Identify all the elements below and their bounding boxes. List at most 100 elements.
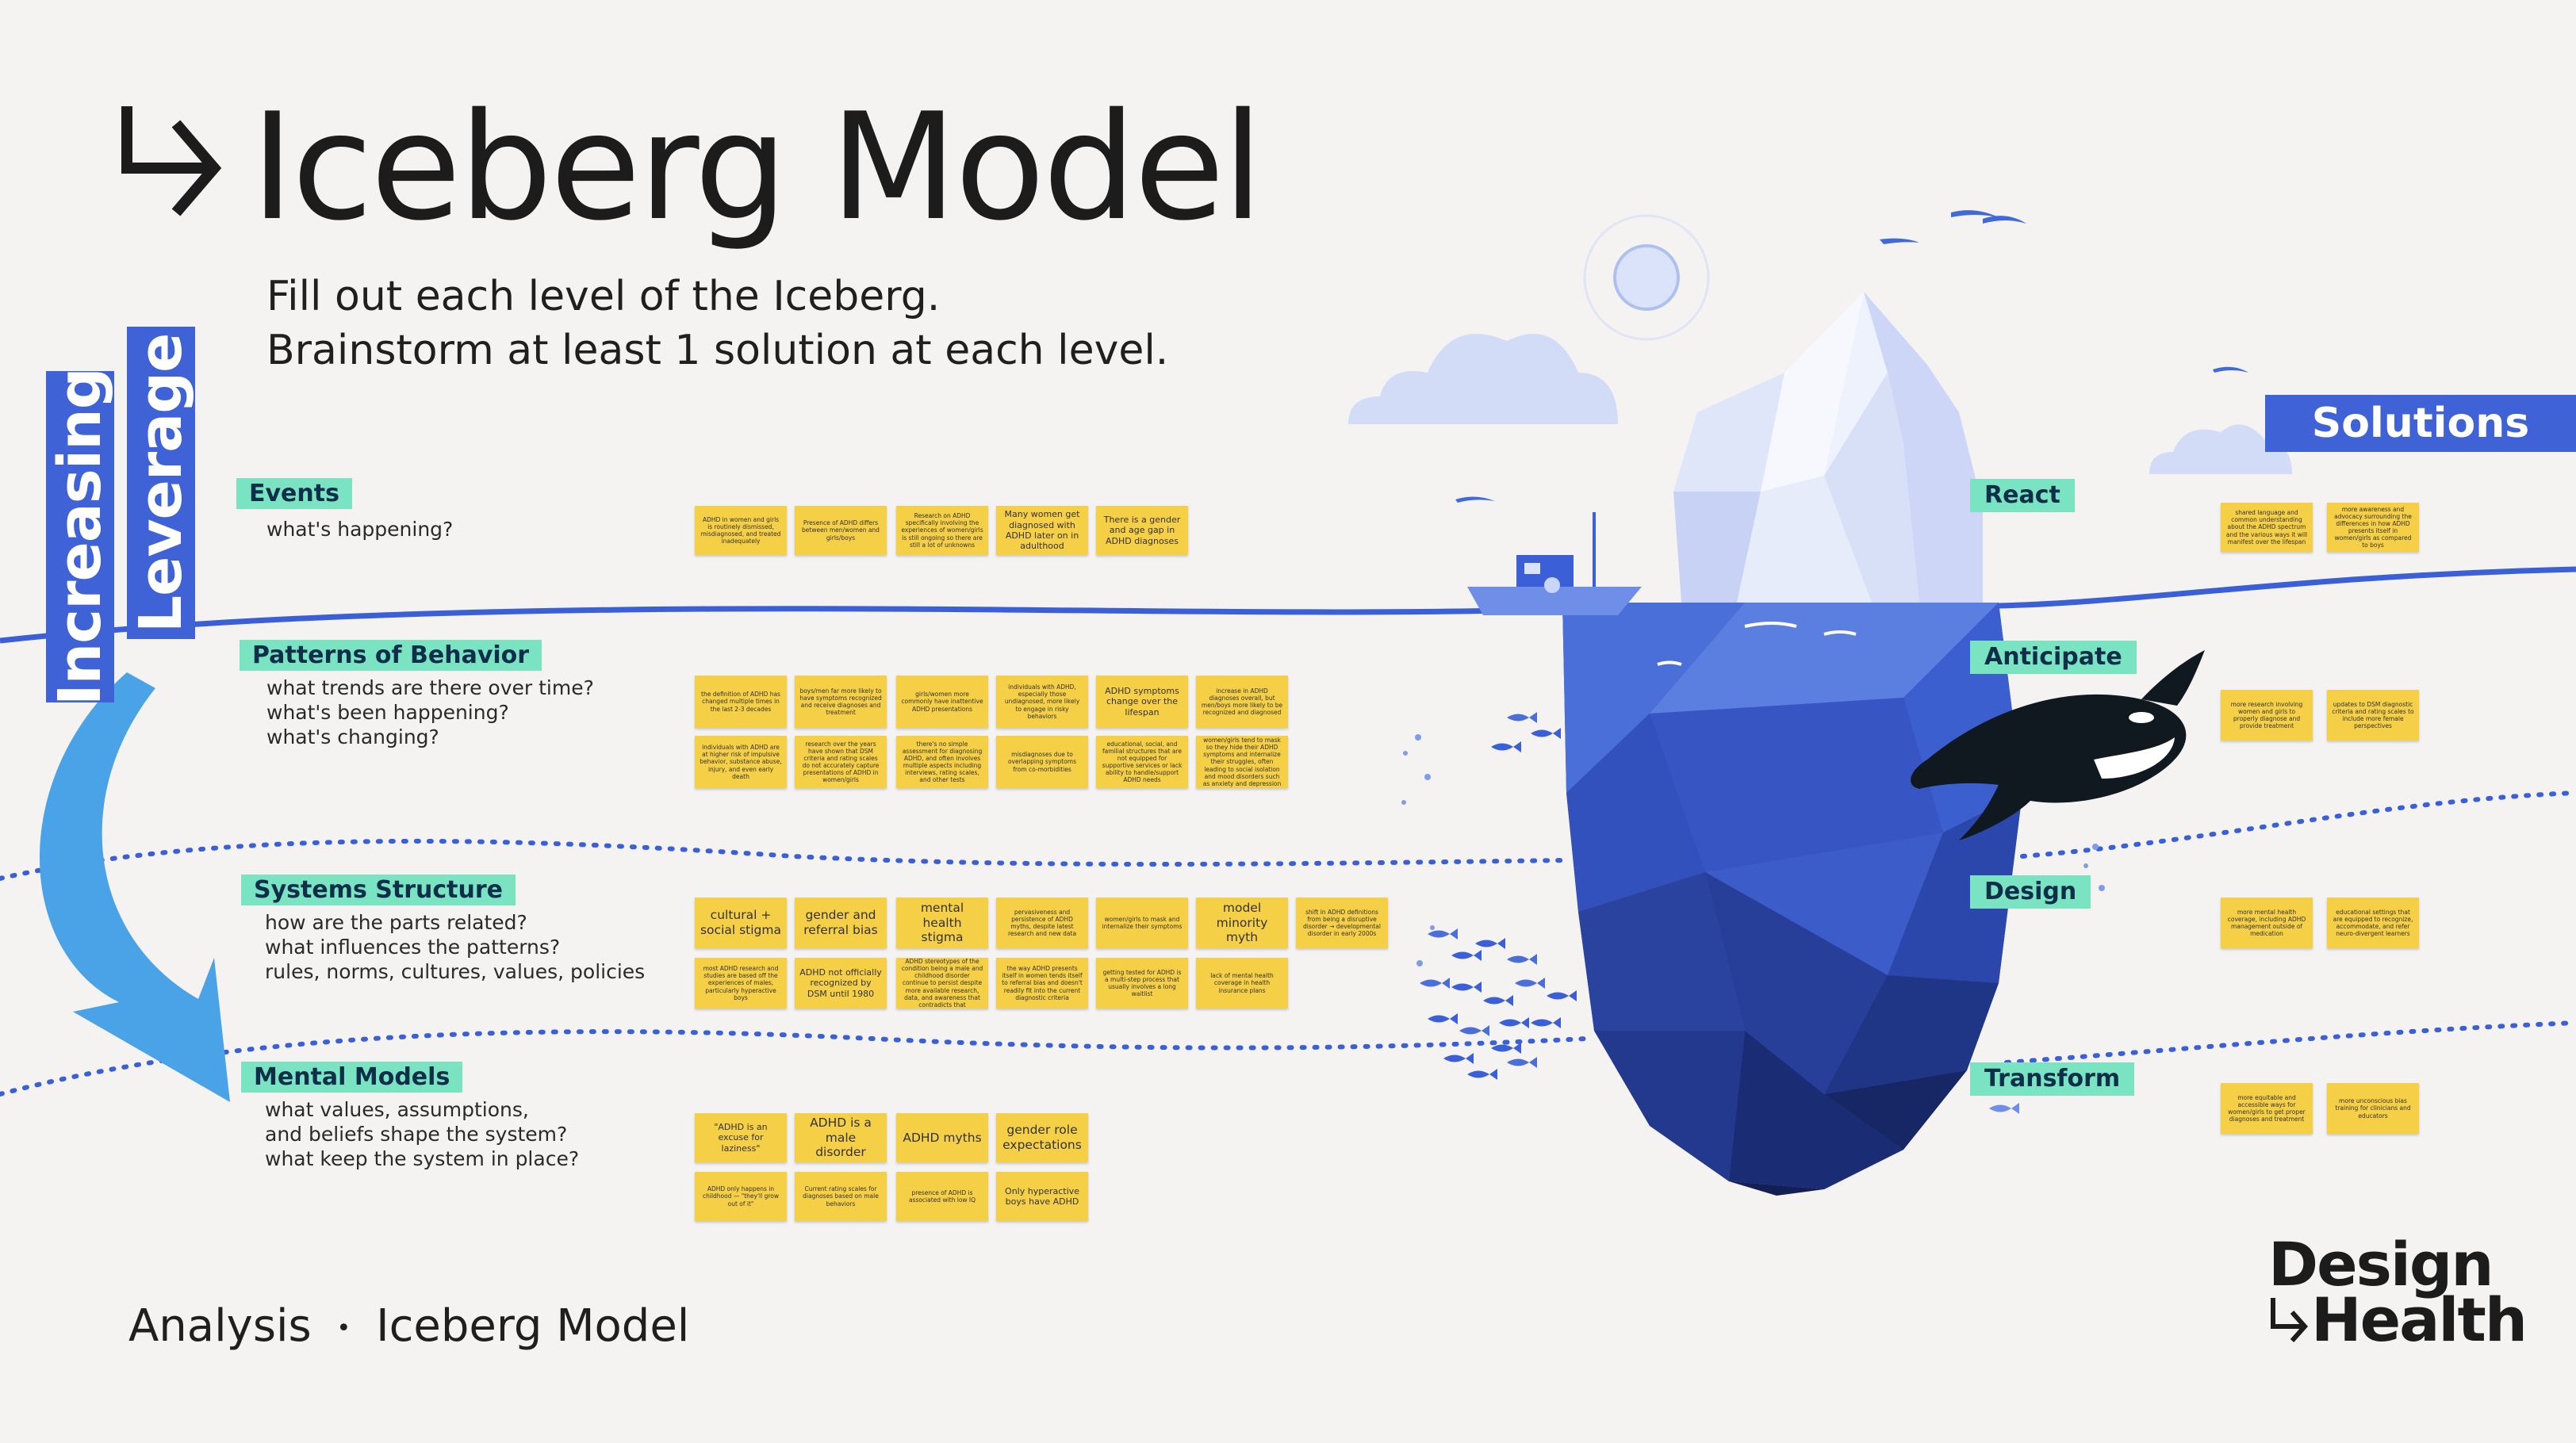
level-question: what keep the system in place?	[265, 1147, 580, 1170]
level-label: Events	[236, 478, 352, 509]
sticky-note[interactable]: cultural + social stigma	[695, 898, 787, 948]
sticky-note[interactable]: mental health stigma	[896, 898, 988, 948]
fish-icon	[1499, 1017, 1529, 1028]
level-systems: Systems Structure how are the parts rela…	[241, 875, 645, 984]
solution-label-design: Design	[1970, 875, 2091, 909]
sticky-note[interactable]: the definition of ADHD has changed multi…	[695, 676, 787, 728]
fish-icon	[1459, 1025, 1489, 1036]
sticky-note[interactable]: women/girls tend to mask so they hide th…	[1196, 736, 1288, 788]
fish-icon	[1491, 741, 1521, 752]
level-question: what's been happening?	[266, 701, 509, 724]
fish-icon	[1531, 1017, 1561, 1028]
sticky-note[interactable]: women/girls to mask and internalize thei…	[1096, 898, 1188, 948]
sticky-note[interactable]: misdiagnoses due to overlapping symptoms…	[996, 736, 1088, 788]
arrow-logo-icon	[121, 106, 222, 216]
sticky-note[interactable]: ADHD myths	[896, 1113, 988, 1162]
fish-icon	[1547, 990, 1577, 1001]
sticky-note[interactable]: ADHD is a male disorder	[795, 1113, 887, 1162]
orca-icon	[1911, 650, 2205, 840]
sticky-note[interactable]: the way ADHD presents itself in women te…	[996, 958, 1088, 1009]
sticky-note[interactable]: increase in ADHD diagnoses overall, but …	[1196, 676, 1288, 728]
sticky-note[interactable]: model minority myth	[1196, 898, 1288, 948]
level-question: rules, norms, cultures, values, policies	[265, 960, 646, 983]
sticky-note[interactable]: "ADHD is an excuse for laziness"	[695, 1113, 787, 1162]
fish-icon	[1507, 712, 1537, 723]
level-label: Patterns of Behavior	[240, 640, 542, 671]
sticky-note[interactable]: ADHD symptoms change over the lifespan	[1096, 676, 1188, 728]
sticky-note[interactable]: gender role expectations	[996, 1113, 1088, 1162]
level-events: Events what's happening?	[236, 478, 454, 542]
sticky-note[interactable]: individuals with ADHD, especially those …	[996, 676, 1088, 728]
sticky-note[interactable]: gender and referral bias	[795, 898, 887, 948]
sticky-note[interactable]: there's no simple assessment for diagnos…	[896, 736, 988, 788]
level-question: what values, assumptions,	[265, 1098, 529, 1121]
leverage-tag: Leverage	[127, 327, 195, 639]
sticky-note[interactable]: ADHD stereotypes of the condition being …	[896, 958, 988, 1009]
sun-icon	[1583, 214, 1710, 341]
sticky-note[interactable]: Research on ADHD specifically involving …	[896, 506, 988, 555]
sticky-note[interactable]: boys/men far more likely to have symptom…	[795, 676, 887, 728]
solution-label-anticipate: Anticipate	[1970, 641, 2137, 674]
fish-icon	[1507, 1057, 1537, 1068]
instruction-line-2: Brainstorm at least 1 solution at each l…	[266, 327, 1169, 374]
solution-note[interactable]: educational settings that are equipped t…	[2327, 898, 2419, 948]
solution-note[interactable]: more equitable and accessible ways for w…	[2221, 1083, 2313, 1134]
brand-logo: Design Health	[2268, 1229, 2528, 1355]
solution-note[interactable]: more unconscious bias training for clini…	[2327, 1083, 2419, 1134]
sticky-note[interactable]: Many women get diagnosed with ADHD later…	[996, 506, 1088, 555]
boat-icon	[1467, 512, 1642, 615]
footer-breadcrumb: Analysis • Iceberg Model	[128, 1300, 689, 1352]
fish-icon	[1467, 1069, 1497, 1080]
sticky-note[interactable]: ADHD not officially recognized by DSM un…	[795, 958, 887, 1009]
sticky-note[interactable]: pervasiveness and persistence of ADHD my…	[996, 898, 1088, 948]
sticky-note[interactable]: research over the years have shown that …	[795, 736, 887, 788]
bubbles	[1401, 734, 2105, 966]
level-question: what trends are there over time?	[266, 676, 594, 699]
level-label: Systems Structure	[241, 875, 516, 905]
sticky-note[interactable]: shift in ADHD definitions from being a d…	[1296, 898, 1388, 948]
fish-icon	[1451, 982, 1482, 993]
sticky-note[interactable]: ADHD only happens in childhood — "they'l…	[695, 1172, 787, 1221]
sticky-note[interactable]: lack of mental health coverage in health…	[1196, 958, 1288, 1009]
solution-label-transform: Transform	[1970, 1062, 2135, 1096]
iceberg-underwater	[1562, 603, 2022, 1196]
fish-icon	[1515, 978, 1545, 989]
level-patterns: Patterns of Behavior what trends are the…	[240, 640, 594, 749]
fish-icon	[1531, 728, 1561, 739]
solution-note[interactable]: more research involving women and girls …	[2221, 690, 2313, 741]
bird-icon	[1455, 210, 2248, 503]
sticky-note[interactable]: girls/women more commonly have inattenti…	[896, 676, 988, 728]
solution-note[interactable]: more mental health coverage, including A…	[2221, 898, 2313, 948]
instructions: Fill out each level of the Iceberg. Brai…	[266, 270, 1168, 377]
fish-icon	[1428, 1013, 1458, 1024]
sticky-note[interactable]: There is a gender and age gap in ADHD di…	[1096, 506, 1188, 555]
sticky-note[interactable]: educational, social, and familial struct…	[1096, 736, 1188, 788]
instruction-line-1: Fill out each level of the Iceberg.	[266, 273, 941, 320]
sticky-note[interactable]: most ADHD research and studies are based…	[695, 958, 787, 1009]
level-question: how are the parts related?	[265, 911, 527, 934]
solution-note[interactable]: more awareness and advocacy surrounding …	[2327, 503, 2419, 552]
level-mental-models: Mental Models what values, assumptions, …	[241, 1062, 579, 1171]
fish-icon	[1428, 928, 1458, 940]
sticky-note[interactable]: Only hyperactive boys have ADHD	[996, 1172, 1088, 1221]
solutions-heading: Solutions	[2265, 395, 2576, 452]
sticky-note[interactable]: presence of ADHD is associated with low …	[896, 1172, 988, 1221]
brand-line-2: Health	[2311, 1284, 2528, 1355]
brand-line-1: Design	[2268, 1229, 2494, 1299]
level-label: Mental Models	[241, 1062, 463, 1093]
sticky-note[interactable]: individuals with ADHD are at higher risk…	[695, 736, 787, 788]
increasing-tag: Increasing	[46, 368, 114, 706]
fish-icon	[1483, 995, 1513, 1006]
sticky-note[interactable]: ADHD in women and girls is routinely dis…	[695, 506, 787, 555]
fish-icon	[1507, 954, 1537, 965]
level-question: what's happening?	[266, 518, 454, 541]
sticky-note[interactable]: getting tested for ADHD is a multi-step …	[1096, 958, 1188, 1009]
fish-icon	[1451, 950, 1482, 961]
sticky-note[interactable]: Presence of ADHD differs between men/wom…	[795, 506, 887, 555]
solution-note[interactable]: updates to DSM diagnostic criteria and r…	[2327, 690, 2419, 741]
level-question: what influences the patterns?	[265, 936, 561, 959]
solution-note[interactable]: shared language and common understanding…	[2221, 503, 2313, 552]
sticky-note[interactable]: Current rating scales for diagnoses base…	[795, 1172, 887, 1221]
